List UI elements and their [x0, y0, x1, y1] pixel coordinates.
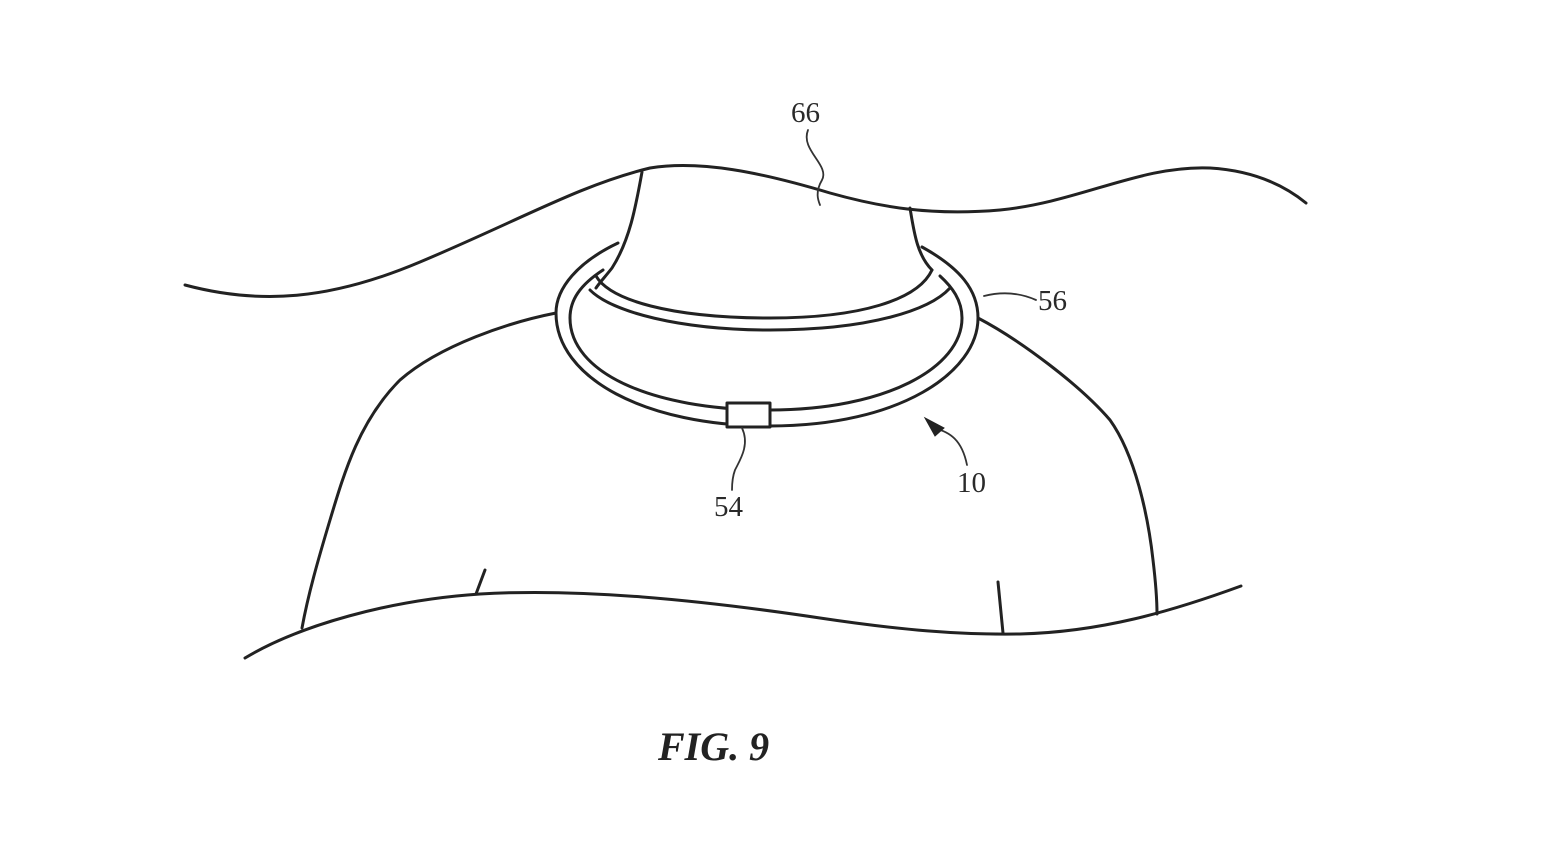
label-10: 10: [957, 467, 986, 499]
neck-band-inner-top: [594, 268, 934, 320]
leader-54: [731, 427, 746, 491]
neck-band-outer-ring: [554, 241, 980, 428]
label-56: 56: [1038, 285, 1067, 317]
neck-right-line: [908, 206, 934, 272]
left-shoulder-line: [300, 311, 558, 630]
leader-56: [983, 292, 1037, 301]
clasp-rect: [725, 401, 772, 429]
figure-caption: FIG. 9: [657, 724, 769, 769]
right-chest-tick: [996, 580, 1005, 635]
neck-band-inner-lower: [588, 286, 952, 332]
neck-band: [554, 241, 980, 429]
arrowhead-10: [923, 416, 945, 437]
upper-contour-line: [183, 164, 1308, 299]
leader-66: [805, 129, 825, 206]
left-chest-tick: [474, 568, 487, 596]
label-54: 54: [714, 491, 744, 523]
label-66: 66: [791, 97, 820, 129]
right-shoulder-line: [976, 316, 1159, 616]
lower-contour-line: [243, 584, 1243, 660]
neck-band-middle-ring: [568, 268, 964, 412]
leader-10: [933, 427, 968, 466]
